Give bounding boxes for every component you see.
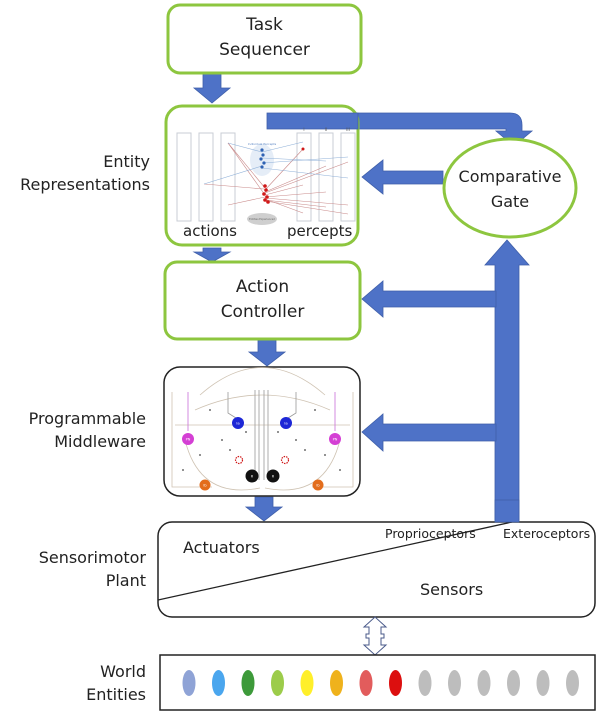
action-controller-line2: Controller [220,302,305,322]
world-entity-dots [182,670,579,696]
world-entities-side-label: World Entities [0,660,146,706]
ib-node-right [312,479,324,491]
world-entity-9 [418,670,432,696]
middleware-side-line2: Middleware [54,432,146,451]
world-entity-3 [241,670,255,696]
actuator-sensor-divider [158,522,513,601]
world-entity-8 [389,670,402,696]
r-node-left [245,469,259,483]
ib-label-left: Ib [203,484,207,488]
entity-side-line1: Entity [103,152,150,171]
action-controller-box[interactable] [163,260,362,341]
action-controller-line1: Action [235,277,290,297]
middleware-circuit-figure: Ia Ia PN PN R R Ib Ib [171,367,354,491]
ib-label-right: Ib [316,484,320,488]
world-entity-6 [330,670,343,696]
world-entity-10 [448,670,461,696]
arrow-feedback-to-action [361,280,497,318]
arrow-feedback-to-middleware [361,413,497,452]
arrow-entity-to-gate-overlay [266,112,359,130]
column-label-2: II [325,127,327,132]
task-sequencer-line1: Task [246,15,283,35]
world-entity-2 [212,670,225,696]
world-entity-12 [507,670,520,696]
ia-label-left: Ia [236,422,239,426]
ia-node-right [280,417,292,429]
sensorimotor-plant-box[interactable] [157,521,596,618]
entity-side-line2: Representations [20,175,150,194]
world-entity-1 [182,670,196,696]
r-node-right [266,469,280,483]
ib-node-left [199,479,211,491]
world-entity-14 [566,670,579,696]
programmable-middleware-side-label: Programmable Middleware [0,407,146,453]
column-label-1: I [303,127,304,132]
task-sequencer-label: Task Sequencer [168,13,361,63]
task-sequencer-box[interactable] [166,3,363,75]
percepts-label: percepts [287,222,353,240]
arrow-entity-to-action [192,247,232,263]
comparative-gate-label: Comparative Gate [444,164,576,214]
individual-percepts-caption: Individual Percepts [248,142,277,146]
middleware-side-line1: Programmable [28,409,146,428]
exteroceptors-label: Exteroceptors [503,526,591,541]
proprioceptors-label: Proprioceptors [385,526,476,541]
ia-label-right: Ia [284,422,287,426]
ia-node-left [232,417,244,429]
column-label-3: III [346,127,350,132]
task-sequencer-line2: Sequencer [219,40,310,60]
world-side-line1: World [100,662,146,681]
actions-label: actions [183,222,237,240]
entity-representations-side-label: Entity Representations [0,150,150,196]
pn-label-right: PN [333,438,338,442]
pn-node-left [182,433,194,445]
gate-line2: Gate [490,192,530,211]
world-side-line2: Entities [86,685,146,704]
plant-side-line1: Sensorimotor [38,548,146,567]
comparative-gate-ellipse[interactable] [442,137,578,239]
world-entity-4 [271,670,284,696]
bidirectional-arrow-icon [362,616,388,656]
arrow-action-to-middleware [247,339,287,367]
pn-node-right [329,433,341,445]
sensors-label: Sensors [420,580,484,599]
actuators-label: Actuators [183,538,260,557]
world-entity-13 [536,670,550,696]
r-label-left: R [251,475,254,479]
arrow-middleware-to-plant [244,496,284,522]
gate-line1: Comparative [458,167,562,186]
world-entity-11 [477,670,491,696]
r-label-right: R [272,475,275,479]
programmable-middleware-box[interactable] [163,366,361,497]
world-entity-5 [300,670,314,696]
world-entities-box[interactable] [159,654,596,711]
entity-network-figure: Individual Percepts Entities Experienced… [176,127,356,225]
trunk-base-overlay [494,499,520,523]
arrow-sensors-to-gate [484,239,530,521]
sensorimotor-plant-side-label: Sensorimotor Plant [0,546,146,592]
arrow-task-to-entity [192,72,232,104]
entities-experienced-oval [247,213,277,225]
plant-side-line2: Plant [105,571,146,590]
world-entity-7 [359,670,373,696]
action-controller-label: Action Controller [165,275,360,325]
entities-experienced-caption: Entities Experienced [249,217,275,221]
arrow-gate-to-entity [361,159,444,195]
pn-label-left: PN [186,438,191,442]
